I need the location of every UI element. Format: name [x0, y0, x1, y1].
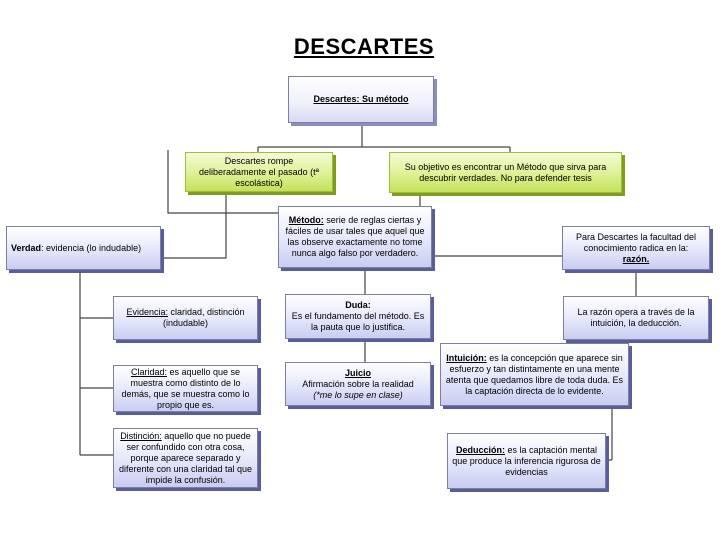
- evidencia-node: Evidencia: claridad, distinción (indudab…: [113, 296, 258, 340]
- distincion-term: Distinción:: [120, 430, 162, 441]
- juicio-node: Juicio Afirmación sobre la realidad (*me…: [285, 362, 431, 406]
- verdad-text: : evidencia (lo indudable): [41, 242, 142, 253]
- juicio-text: Afirmación sobre la realidad: [302, 378, 414, 389]
- razon-node: Para Descartes la facultad del conocimie…: [562, 226, 710, 270]
- objetivo-node: Su objetivo es encontrar un Método que s…: [389, 152, 622, 193]
- razon-opera-node: La razón opera a través de la intuición,…: [563, 296, 709, 340]
- razon-term: razón.: [622, 253, 650, 264]
- deduccion-text: es la captación mental que produce la in…: [452, 444, 601, 477]
- pasado-text: Descartes rompe deliberadamente el pasad…: [199, 155, 319, 188]
- root-node: Descartes: Su método: [288, 76, 434, 123]
- intuicion-node: Intuición: es la concepción que aparece …: [440, 343, 629, 406]
- distincion-node: Distinción: aquello que no puede ser con…: [113, 428, 258, 488]
- verdad-term: Verdad: [11, 242, 42, 253]
- duda-text: Es el fundamento del método. Es la pauta…: [291, 311, 425, 332]
- razon-text: Para Descartes la facultad del conocimie…: [575, 231, 697, 253]
- deduccion-term: Deducción:: [455, 444, 505, 455]
- evidencia-term: Evidencia:: [126, 307, 168, 317]
- root-label: Descartes: Su método: [313, 94, 409, 104]
- intuicion-term: Intuición:: [446, 352, 487, 363]
- metodo-text: serie de reglas ciertas y fáciles de usa…: [285, 215, 425, 258]
- objetivo-text: Su objetivo es encontrar un Método que s…: [404, 161, 607, 183]
- claridad-term: Claridad:: [130, 366, 167, 377]
- metodo-term: Método:: [288, 215, 324, 225]
- page-title: DESCARTES: [293, 34, 435, 59]
- claridad-text: es aquello que se muestra como distinto …: [121, 366, 250, 410]
- metodo-node: Método: serie de reglas ciertas y fácile…: [278, 206, 432, 268]
- duda-term: Duda:: [345, 300, 371, 310]
- intuicion-text: es la concepción que aparece sin esfuerz…: [445, 352, 624, 396]
- juicio-term: Juicio: [344, 367, 371, 378]
- verdad-node: Verdad: evidencia (lo indudable): [6, 226, 161, 270]
- distincion-text: aquello que no puede ser confundido con …: [118, 430, 253, 485]
- razon-opera-text: La razón opera a través de la intuición,…: [577, 307, 695, 328]
- duda-node: Duda: Es el fundamento del método. Es la…: [285, 294, 431, 339]
- claridad-node: Claridad: es aquello que se muestra como…: [113, 365, 258, 412]
- juicio-note: (*me lo supe en clase): [313, 389, 403, 400]
- pasado-node: Descartes rompe deliberadamente el pasad…: [185, 152, 333, 192]
- evidencia-text: claridad, distinción (indudable): [162, 307, 245, 328]
- deduccion-node: Deducción: es la captación mental que pr…: [447, 433, 606, 489]
